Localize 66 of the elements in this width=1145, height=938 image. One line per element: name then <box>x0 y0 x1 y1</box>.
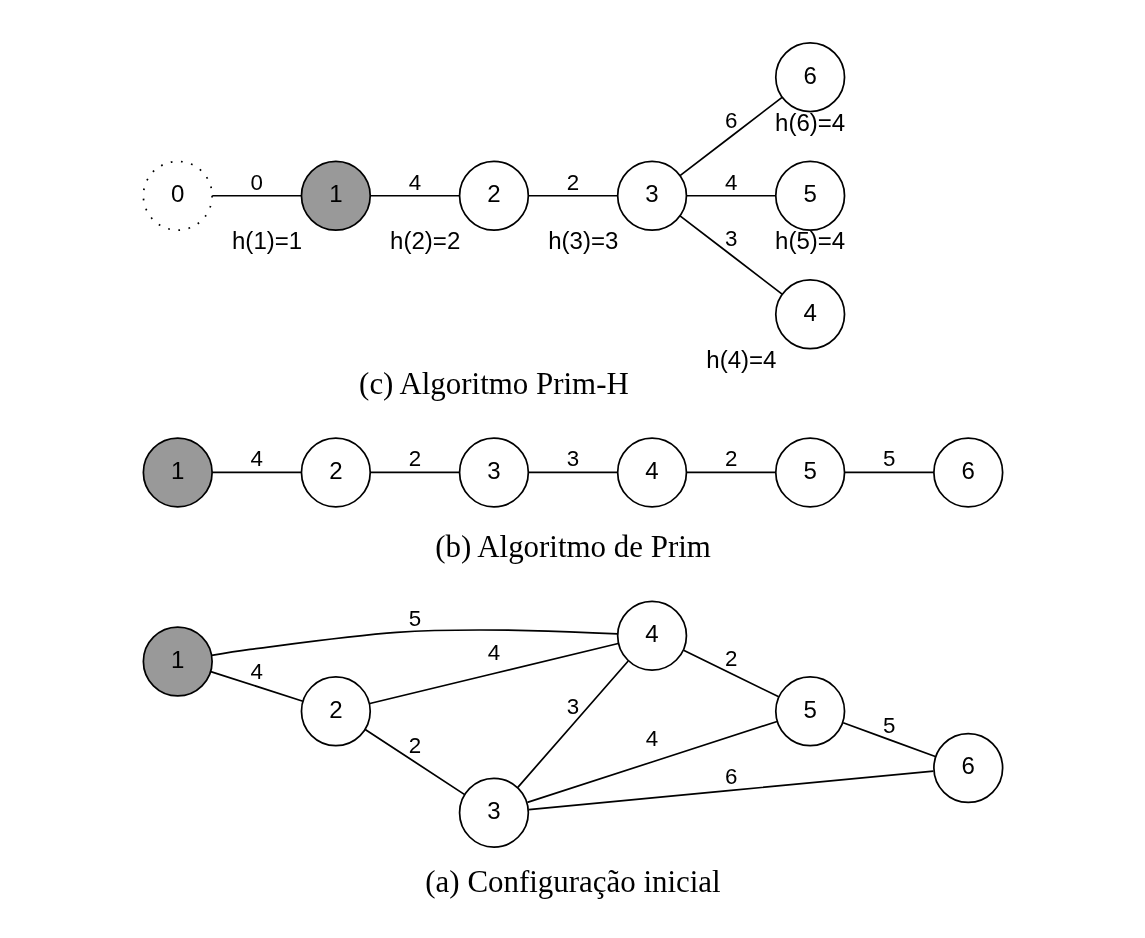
node-circle: 1 <box>300 160 371 231</box>
edge-label: 4 <box>250 659 263 685</box>
edge-label: 6 <box>724 107 737 133</box>
node-circle: 5 <box>774 676 845 747</box>
connector <box>685 471 777 474</box>
label: (a) Configuração inicial <box>424 864 721 900</box>
connector <box>527 770 934 811</box>
node-circle: 3 <box>458 437 529 508</box>
connector <box>841 721 936 758</box>
edge-label: 4 <box>487 640 500 666</box>
edge-label: 4 <box>724 169 737 195</box>
edge-label: 3 <box>566 693 579 719</box>
connector <box>526 720 778 804</box>
connector <box>678 215 783 295</box>
node-label: h(2)=2 <box>389 227 460 255</box>
connector <box>527 471 618 474</box>
edge-label: 2 <box>566 169 579 195</box>
node-circle: 4 <box>616 600 687 671</box>
connector <box>527 194 618 197</box>
node-circle: 0 <box>142 160 213 231</box>
edge-label: 0 <box>250 169 263 195</box>
node-label: h(4)=4 <box>705 345 777 373</box>
edge-label: 4 <box>408 169 421 195</box>
node-circle: 3 <box>616 160 687 231</box>
edge-label: 2 <box>408 733 421 759</box>
connector <box>369 471 460 474</box>
edge-label: 4 <box>645 726 658 752</box>
connector <box>209 670 304 703</box>
label: (b) Algoritmo de Prim <box>434 529 711 565</box>
connector <box>363 728 465 796</box>
node-circle: 6 <box>774 41 845 113</box>
edge-label: 2 <box>724 446 737 472</box>
edge-label: 2 <box>724 645 737 671</box>
connector <box>210 194 302 197</box>
connector <box>368 642 619 705</box>
node-circle: 1 <box>142 626 213 697</box>
node-circle: 2 <box>300 676 371 747</box>
edge-label: 6 <box>724 764 737 790</box>
node-circle: 5 <box>774 437 845 508</box>
edge-label: 4 <box>250 446 263 472</box>
node-circle: 2 <box>458 160 529 231</box>
node-label: h(3)=3 <box>547 227 618 255</box>
node-circle: 1 <box>142 437 213 508</box>
connector <box>678 96 783 177</box>
edge-label: 5 <box>882 712 895 738</box>
node-label: h(1)=1 <box>231 227 302 255</box>
connector <box>210 629 619 657</box>
node-circle: 6 <box>932 732 1003 804</box>
node-circle: 4 <box>774 279 845 350</box>
edge-label: 5 <box>408 606 421 632</box>
connector <box>682 649 780 698</box>
connector <box>516 660 629 789</box>
edge-label: 2 <box>408 446 421 472</box>
node-circle: 6 <box>932 437 1003 508</box>
connector <box>369 194 460 197</box>
label: (c) Algoritmo Prim-H <box>358 366 629 402</box>
connector <box>210 471 302 474</box>
node-circle: 5 <box>774 160 845 231</box>
connector <box>685 194 777 197</box>
node-circle: 4 <box>616 437 687 508</box>
node-circle: 2 <box>300 437 371 508</box>
edge-label: 3 <box>566 446 579 472</box>
edge-label: 5 <box>882 446 895 472</box>
edge-label: 3 <box>724 226 737 252</box>
node-circle: 3 <box>458 777 529 848</box>
connector <box>843 471 935 474</box>
